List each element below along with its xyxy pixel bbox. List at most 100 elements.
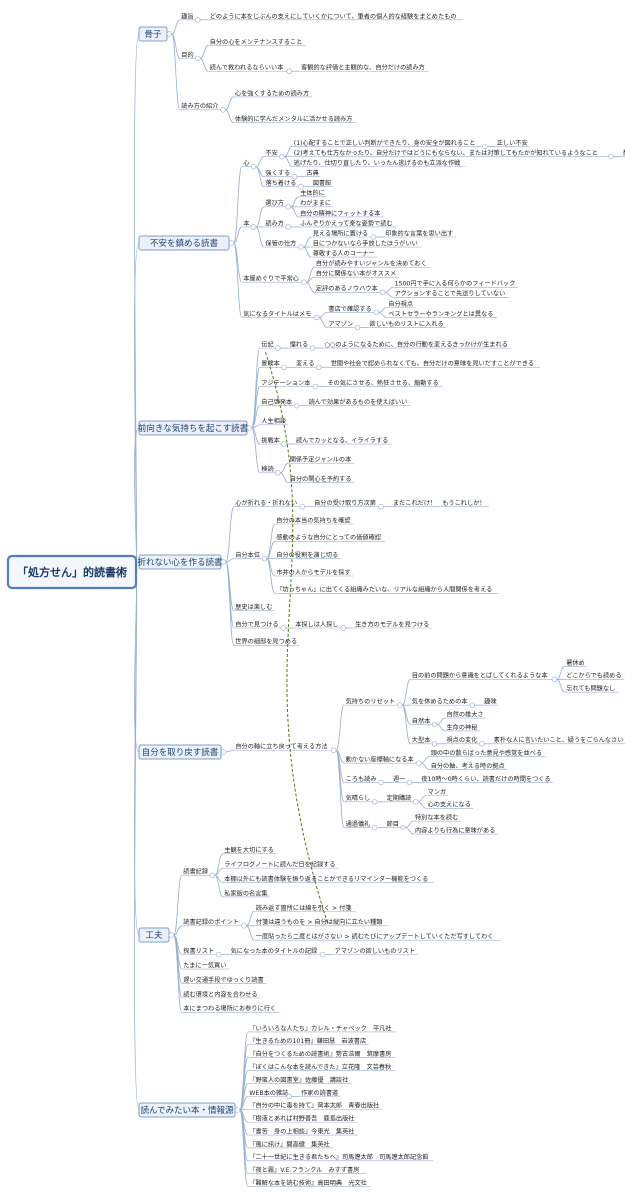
collapse-toggle[interactable]: [340, 625, 346, 631]
collapse-toggle[interactable]: [281, 441, 287, 447]
collapse-toggle[interactable]: [286, 1093, 292, 1100]
connector: [290, 206, 299, 218]
connector: [251, 427, 261, 474]
collapse-toggle[interactable]: [378, 503, 384, 510]
node-branches-1-children-3-children-0-children-1-label: ベストセラーやランキングとは異なる: [388, 310, 493, 318]
node-branches-3-children-0-children-0-label: 自分の受け取り方次第: [314, 499, 376, 507]
collapse-toggle[interactable]: [416, 760, 422, 766]
node-branches-0-children-0-label: 趣旨: [181, 12, 193, 20]
collapse-toggle[interactable]: [479, 741, 485, 747]
node-branches-4-children-0-children-4-children-0-label: 節目: [387, 820, 399, 828]
collapse-toggle[interactable]: [298, 184, 304, 190]
collapse-toggle[interactable]: [250, 224, 257, 230]
node-branches-1-children-1-children-0-children-1-label: わがままに: [300, 199, 331, 207]
collapse-toggle[interactable]: [331, 747, 337, 753]
collapse-toggle[interactable]: [372, 824, 378, 831]
collapse-toggle[interactable]: [228, 240, 235, 246]
node-branches-4-children-0-children-2-children-0-label: 週一: [393, 775, 405, 783]
collapse-toggle[interactable]: [279, 153, 285, 160]
node-branches-1-children-0-children-2-label: 落ち着ける: [265, 179, 296, 187]
collapse-toggle[interactable]: [313, 314, 320, 321]
node-branches-1-children-0-children-0-children-0-label: (1)心配することで正しい判断ができたり、身の安全が図れること: [294, 139, 476, 147]
connector: [251, 424, 260, 429]
node-branches-3-children-1-children-1-label: 感動のような自分にとっての価値確認: [276, 534, 381, 542]
collapse-toggle[interactable]: [195, 55, 201, 62]
collapse-toggle[interactable]: [275, 345, 281, 351]
collapse-toggle[interactable]: [195, 17, 201, 23]
collapse-toggle[interactable]: [298, 244, 304, 250]
collapse-toggle[interactable]: [354, 324, 361, 331]
collapse-toggle[interactable]: [216, 951, 222, 958]
collapse-toggle[interactable]: [250, 163, 257, 170]
connector: [255, 166, 265, 188]
collapse-toggle[interactable]: [220, 559, 227, 565]
node-branches-3-children-1-children-2-label: 自分の役割を演じ切る: [276, 551, 338, 559]
collapse-toggle[interactable]: [378, 779, 384, 786]
connector: [233, 166, 243, 244]
node-branches-1-children-2-children-2-children-1-label: アクションすることで先送りしていない: [395, 290, 506, 298]
connector: [225, 749, 234, 753]
node-branches-1-children-1-children-0-children-0-label: 主体的に: [300, 189, 325, 197]
root-topic: 「処方せん」的読書術: [17, 565, 127, 579]
collapse-toggle[interactable]: [397, 702, 403, 708]
collapse-toggle[interactable]: [551, 676, 557, 683]
node-branches-4-children-0-label: 自分の軸に立ち戻って考える方法: [235, 743, 327, 751]
node-branches-1-children-3-children-1-children-0-label: 欲しいものリストに入れる: [369, 320, 443, 328]
collapse-toggle[interactable]: [400, 824, 406, 831]
collapse-toggle[interactable]: [316, 364, 322, 370]
collapse-toggle[interactable]: [469, 702, 476, 708]
collapse-toggle[interactable]: [608, 153, 614, 160]
branch-2-label: 前向きな気持ちを起こす読書: [138, 423, 249, 434]
collapse-toggle[interactable]: [280, 625, 286, 631]
collapse-toggle[interactable]: [370, 234, 376, 240]
node-branches-1-children-1-children-1-children-0-label: ふんぞりかえって楽な姿勢で読む: [300, 219, 393, 227]
collapse-toggle[interactable]: [241, 923, 247, 929]
collapse-toggle[interactable]: [281, 364, 287, 370]
collapse-toggle[interactable]: [413, 799, 419, 805]
collapse-toggle[interactable]: [220, 107, 226, 113]
node-branches-2-children-2-children-0-label: その気にさせる、熱狂させる、煽動する: [328, 379, 439, 387]
collapse-toggle[interactable]: [286, 68, 292, 74]
connector: [306, 281, 315, 293]
collapse-toggle[interactable]: [301, 279, 307, 285]
collapse-toggle[interactable]: [320, 951, 326, 958]
collapse-toggle[interactable]: [373, 309, 380, 316]
collapse-toggle[interactable]: [294, 402, 300, 409]
node-branches-2-children-6-children-0-label: 関係予定ジャンルの本: [290, 456, 352, 464]
connector: [134, 33, 140, 573]
connector: [401, 704, 411, 745]
connector: [280, 472, 289, 483]
collapse-toggle[interactable]: [275, 470, 281, 476]
node-branches-1-children-0-children-0-label: 不安: [265, 149, 277, 157]
node-branches-1-children-1-children-2-children-2-label: 尊敬する人のコーナー: [313, 250, 375, 258]
collapse-toggle[interactable]: [431, 741, 438, 747]
collapse-toggle[interactable]: [168, 932, 175, 938]
node-branches-2-children-1-children-0-label: 変える: [296, 360, 314, 368]
collapse-toggle[interactable]: [166, 31, 173, 37]
collapse-toggle[interactable]: [312, 383, 319, 390]
collapse-toggle[interactable]: [431, 721, 438, 728]
node-branches-3-children-3-children-0-label: 本探しは人探し: [295, 620, 338, 628]
node-branches-1-children-1-children-2-label: 保管の仕方: [265, 239, 296, 247]
collapse-toggle[interactable]: [291, 173, 298, 180]
connector: [266, 523, 276, 560]
collapse-toggle[interactable]: [220, 749, 227, 755]
node-branches-3-children-1-children-4-label: 『坊っちゃん』に出てくる組織みたいな、リアルな組織から人間関係を考える: [276, 586, 492, 594]
node-branches-0-children-2-children-1-label: 体験的に学んだメンタルに活かせる読み方: [235, 115, 353, 123]
collapse-toggle[interactable]: [234, 1107, 241, 1113]
collapse-toggle[interactable]: [380, 289, 386, 295]
collapse-toggle[interactable]: [246, 425, 253, 431]
collapse-toggle[interactable]: [309, 345, 316, 351]
connector: [200, 58, 209, 72]
collapse-toggle[interactable]: [372, 799, 378, 805]
collapse-toggle[interactable]: [299, 503, 305, 510]
node-branches-0-children-1-children-1-children-0-label: 客観的な評価と主観的な、自分だけの読み方: [301, 64, 425, 72]
collapse-toggle[interactable]: [285, 204, 291, 210]
collapse-toggle[interactable]: [209, 872, 216, 879]
collapse-toggle[interactable]: [406, 779, 413, 786]
collapse-toggle[interactable]: [482, 143, 488, 150]
node-branches-1-children-0-children-0-children-2-label: 逃げたり、仕切り直したり、いったん逃げるのも立派な作戦: [294, 159, 461, 167]
collapse-toggle[interactable]: [285, 224, 291, 230]
node-branches-2-children-6-children-1-label: 自分の関心を予約する: [290, 475, 352, 483]
collapse-toggle[interactable]: [261, 555, 268, 562]
